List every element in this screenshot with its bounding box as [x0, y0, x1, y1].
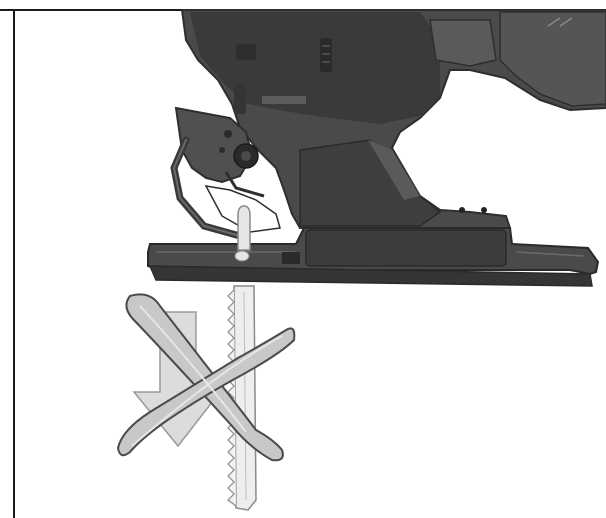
- jigsaw-blade-icon: [227, 205, 257, 511]
- base-plate: [147, 227, 600, 287]
- jigsaw-icon: [170, 9, 606, 240]
- prohibited-cross-icon: [116, 293, 296, 462]
